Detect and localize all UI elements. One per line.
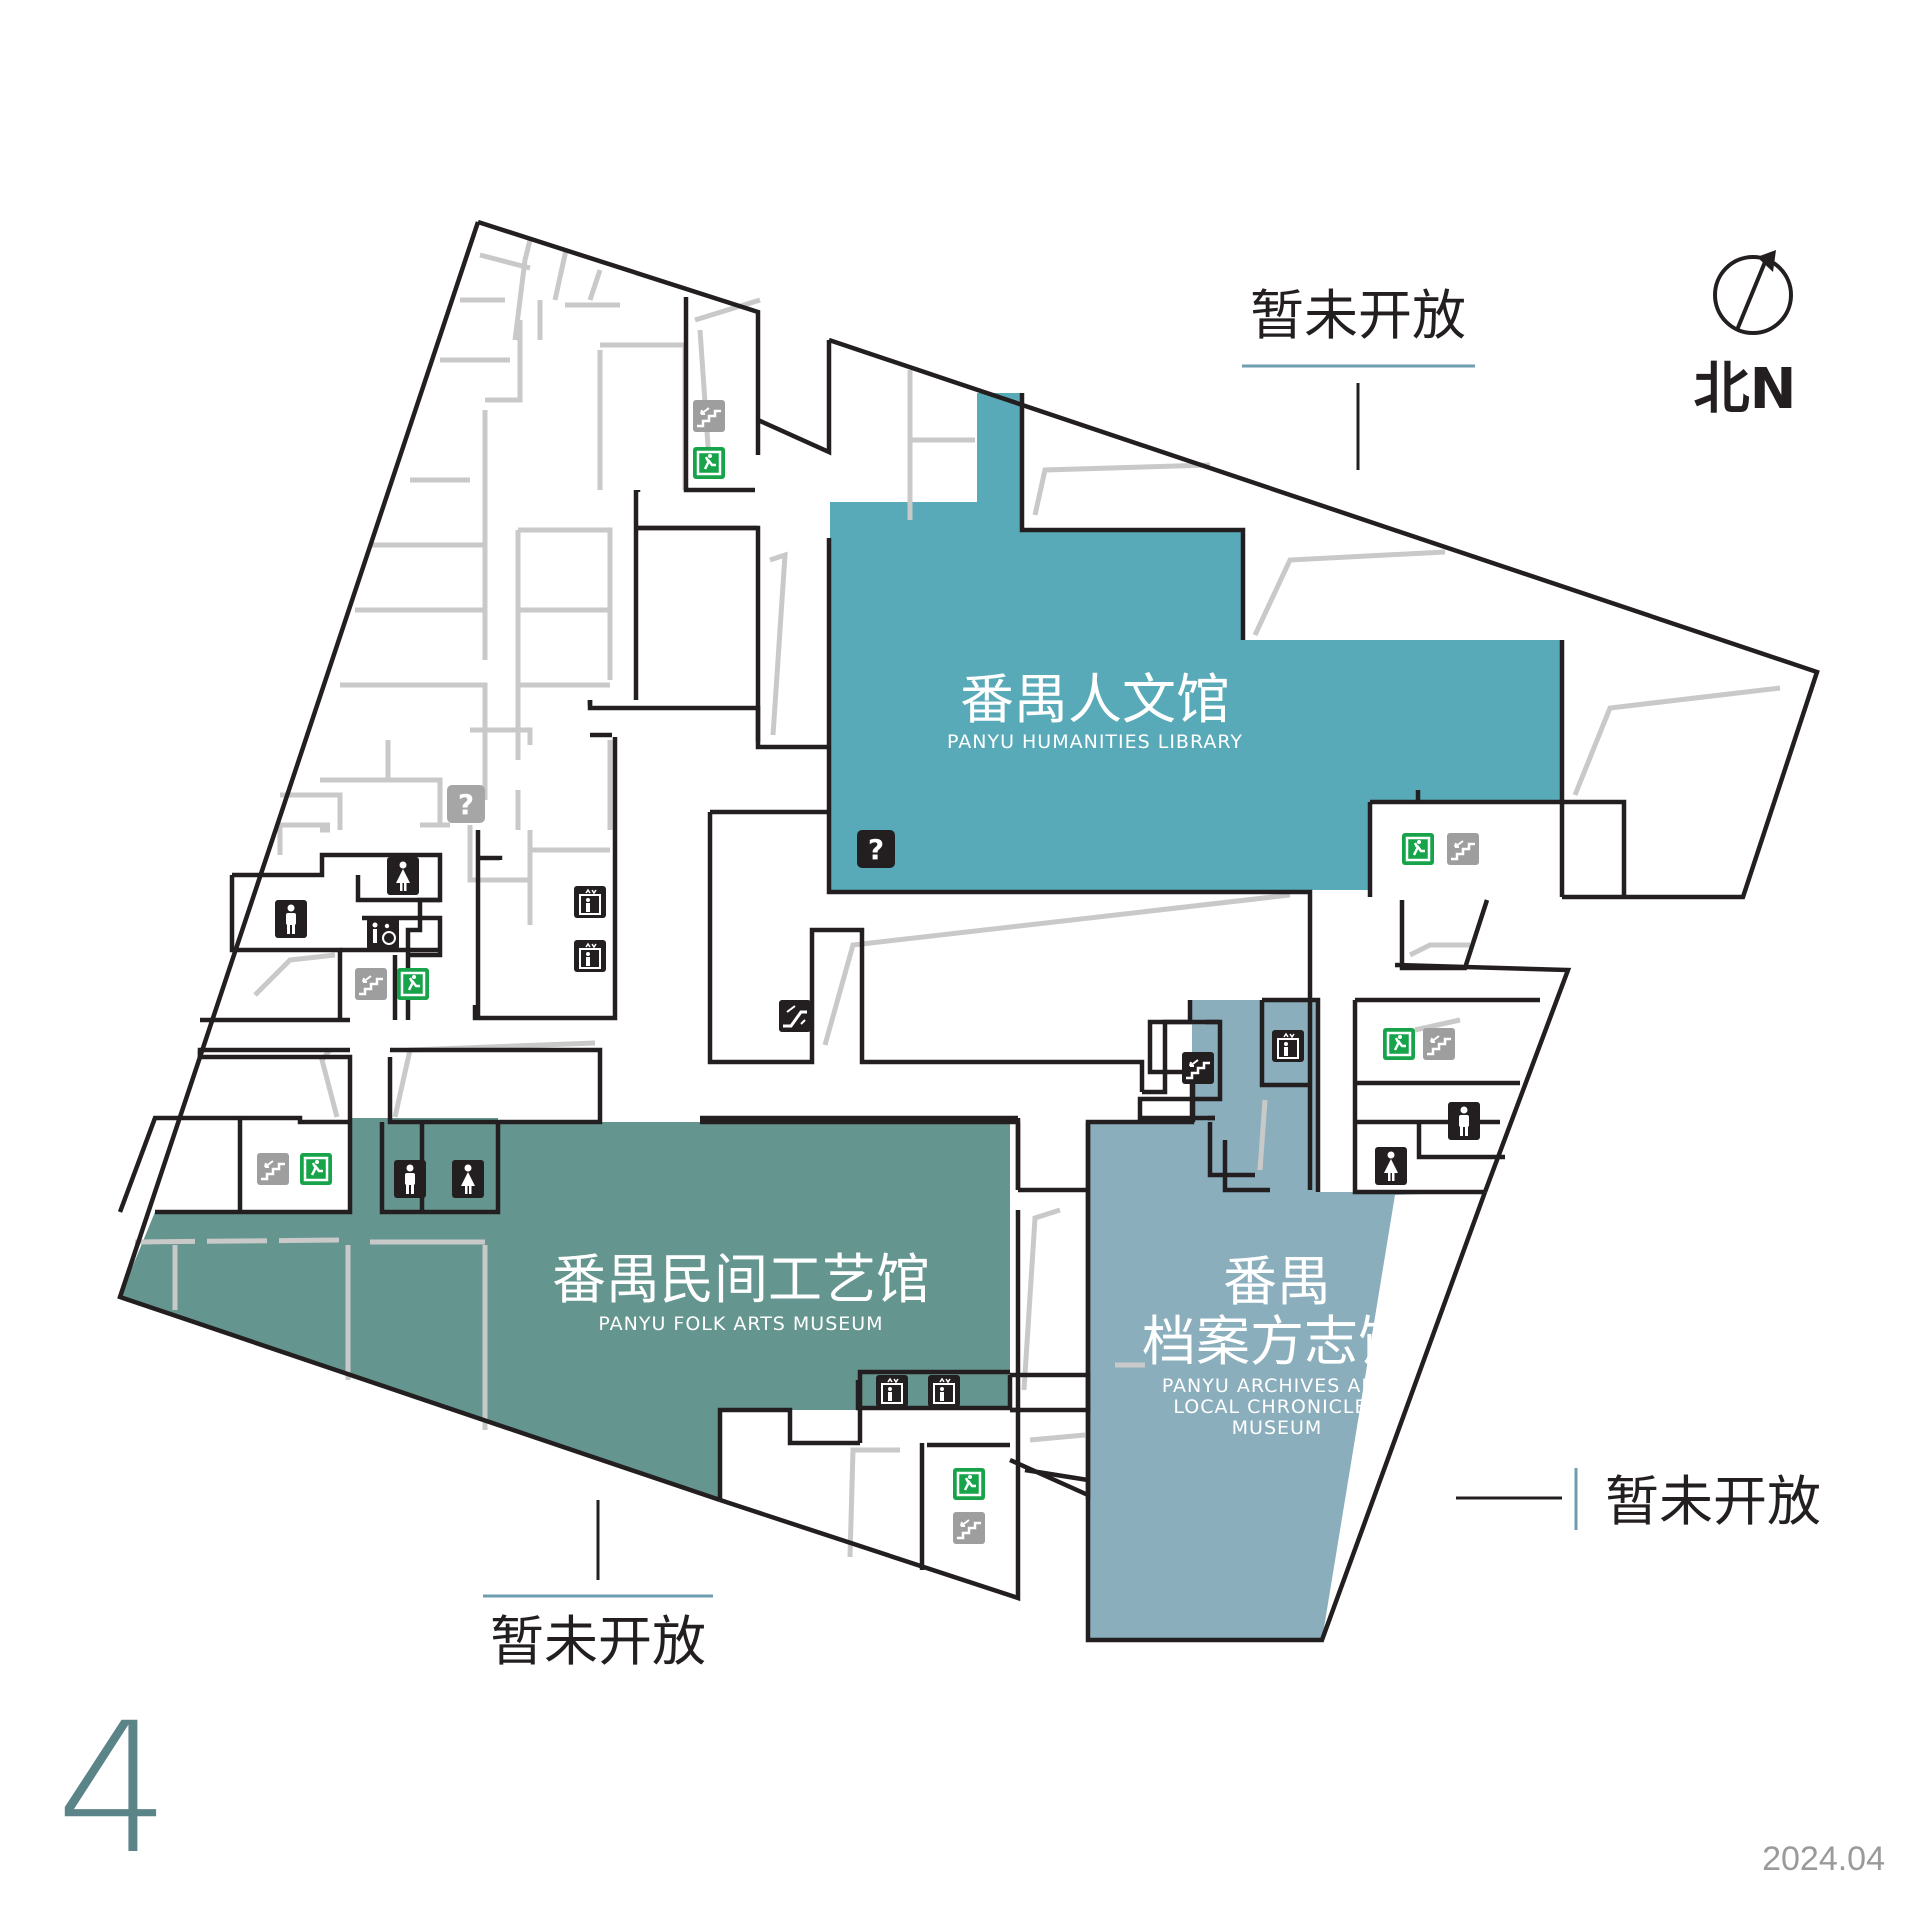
escalator-icon[interactable]: [777, 998, 813, 1034]
restroom-male-icon[interactable]: [394, 1160, 426, 1198]
folk-arts-label: 番禺民间工艺馆 PANYU FOLK ARTS MUSEUM: [552, 1248, 930, 1335]
restroom-female-icon[interactable]: [387, 857, 419, 895]
humanities-name-en: PANYU HUMANITIES LIBRARY: [947, 731, 1243, 753]
folk-arts-name-zh: 番禺民间工艺馆: [552, 1248, 930, 1311]
folk-arts-name-en: PANYU FOLK ARTS MUSEUM: [598, 1313, 883, 1335]
closed-label-east: 暂未开放: [1605, 1470, 1821, 1533]
elevator-icon[interactable]: [927, 1374, 961, 1408]
folk-arts-dividers: [134, 1237, 488, 1430]
closed-label-north: 暂未开放: [1250, 284, 1466, 347]
stairs-icon[interactable]: [1421, 1026, 1457, 1062]
archives-name-en-line3: MUSEUM: [1232, 1417, 1323, 1439]
emergency-exit-icon[interactable]: [691, 445, 727, 481]
emergency-exit-icon[interactable]: [1400, 831, 1436, 867]
zone-humanities-fill[interactable]: [830, 393, 1562, 892]
closed-label-south: 暂未开放: [490, 1610, 706, 1673]
archives-name-zh-line2: 档案方志馆: [1142, 1310, 1412, 1373]
inner-walls: [253, 239, 1781, 1558]
emergency-exit-icon[interactable]: [951, 1466, 987, 1502]
stairs-icon[interactable]: [691, 398, 727, 434]
compass-icon: [1713, 255, 1793, 335]
closed-area-north: 暂未开放: [1242, 284, 1475, 470]
elevator-icon[interactable]: [1271, 1029, 1305, 1063]
stairs-icon[interactable]: [1180, 1050, 1216, 1086]
stairs-icon[interactable]: [1445, 831, 1481, 867]
map-date: 2024.04: [1762, 1840, 1885, 1878]
information-icon[interactable]: [447, 785, 485, 823]
compass: 北N: [1694, 250, 1797, 422]
humanities-name-zh: 番禺人文馆: [960, 668, 1230, 731]
humanities-label: 番禺人文馆 PANYU HUMANITIES LIBRARY: [947, 668, 1243, 753]
stairs-icon[interactable]: [255, 1151, 291, 1187]
emergency-exit-icon[interactable]: [298, 1151, 334, 1187]
restroom-male-icon[interactable]: [1448, 1102, 1480, 1140]
archives-name-en-line1: PANYU ARCHIVES AND: [1162, 1375, 1392, 1397]
closed-area-south: 暂未开放: [483, 1500, 713, 1673]
elevator-icon[interactable]: [573, 939, 607, 973]
stairs-icon[interactable]: [353, 966, 389, 1002]
emergency-exit-icon[interactable]: [395, 966, 431, 1002]
closed-area-east: 暂未开放: [1456, 1468, 1821, 1533]
restroom-male-icon[interactable]: [275, 900, 307, 938]
north-label: 北N: [1694, 357, 1797, 422]
structure-walls: [117, 219, 1820, 1643]
floor-number: 4: [56, 1685, 171, 1894]
archives-label: 番禺 档案方志馆 PANYU ARCHIVES AND LOCAL CHRONI…: [1142, 1250, 1412, 1439]
emergency-exit-icon[interactable]: [1381, 1026, 1417, 1062]
zone-archives-fill[interactable]: [1088, 1000, 1485, 1640]
information-icon[interactable]: [857, 830, 895, 868]
archives-name-zh-line1: 番禺: [1223, 1250, 1331, 1313]
elevator-icon[interactable]: [875, 1374, 909, 1408]
restroom-female-icon[interactable]: [1375, 1147, 1407, 1185]
stairs-icon[interactable]: [951, 1510, 987, 1546]
accessible-restroom-icon[interactable]: [366, 917, 400, 951]
restroom-female-icon[interactable]: [452, 1160, 484, 1198]
archives-name-en-line2: LOCAL CHRONICLES: [1173, 1396, 1380, 1418]
elevator-icon[interactable]: [573, 885, 607, 919]
